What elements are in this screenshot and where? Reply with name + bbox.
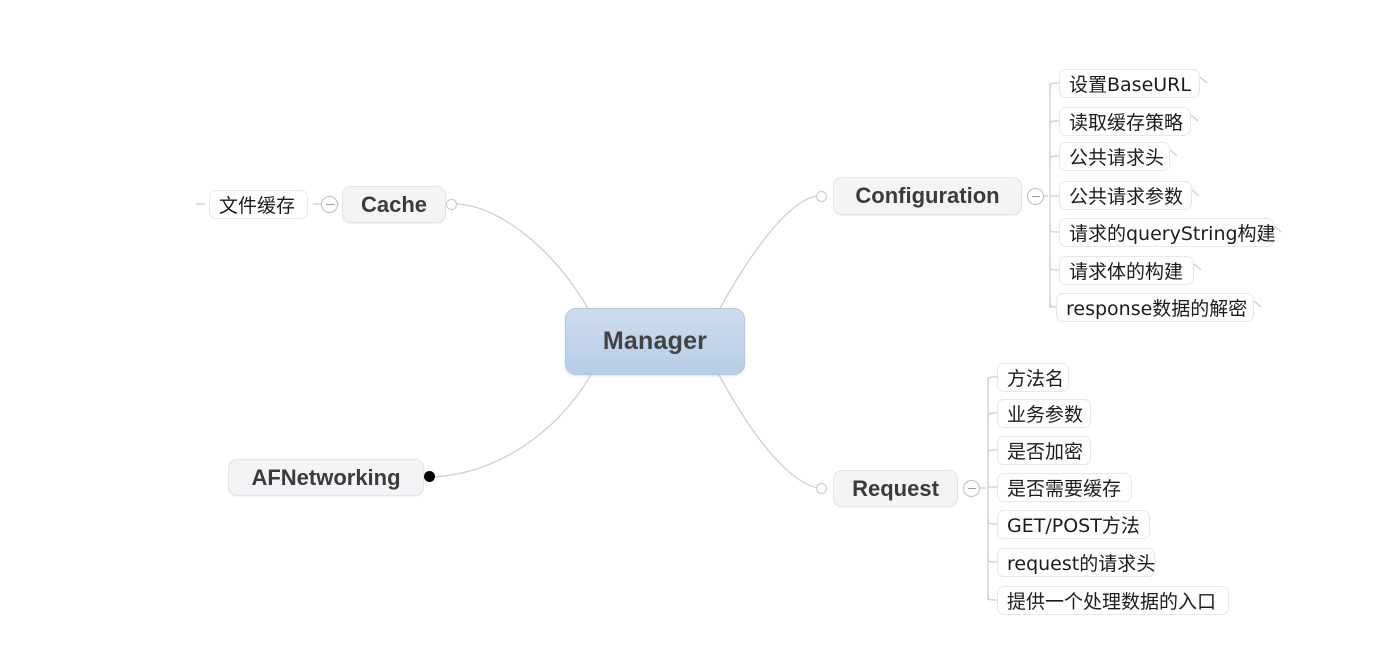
- leaf-node-request-6[interactable]: 提供一个处理数据的入口: [997, 586, 1229, 615]
- collapse-toggle-configuration[interactable]: [1027, 188, 1044, 205]
- leaf-node-configuration-6-label: response数据的解密: [1066, 298, 1248, 320]
- leaf-node-configuration-6[interactable]: response数据的解密: [1056, 293, 1254, 322]
- leaf-node-configuration-0[interactable]: 设置BaseURL: [1059, 69, 1200, 98]
- branch-node-cache-label: Cache: [360, 191, 428, 217]
- leaf-node-request-1-label: 业务参数: [1007, 404, 1084, 426]
- leaf-node-request-3[interactable]: 是否需要缓存: [997, 473, 1132, 502]
- leaf-node-request-4[interactable]: GET/POST方法: [997, 510, 1150, 539]
- branch-line-request: [717, 372, 819, 489]
- leaf-node-request-3-label: 是否需要缓存: [1007, 478, 1122, 500]
- root-node-manager[interactable]: Manager: [565, 308, 745, 375]
- leaf-node-configuration-1[interactable]: 读取缓存策略: [1059, 107, 1191, 136]
- leaf-stub-configuration-3: [1191, 189, 1200, 197]
- leaf-node-configuration-3-label: 公共请求参数: [1069, 186, 1184, 208]
- leaf-node-configuration-2[interactable]: 公共请求头: [1059, 142, 1170, 171]
- branch-line-configuration: [717, 195, 818, 313]
- branch-node-request-label: Request: [852, 475, 939, 501]
- branch-line-afnetworking: [431, 372, 593, 478]
- leaf-stub-configuration-6: [1253, 300, 1262, 308]
- leaf-node-request-2[interactable]: 是否加密: [997, 436, 1091, 465]
- branch-node-configuration-label: Configuration: [855, 183, 1000, 208]
- leaf-node-request-1[interactable]: 业务参数: [997, 399, 1091, 428]
- leaf-node-configuration-4[interactable]: 请求的queryString构建: [1059, 218, 1276, 247]
- connector-dot-configuration[interactable]: [816, 191, 827, 202]
- branch-node-cache[interactable]: Cache: [342, 186, 446, 223]
- connector-dot-afnetworking[interactable]: [424, 471, 435, 482]
- connector-dot-cache[interactable]: [446, 199, 457, 210]
- leaf-node-request-5-label: request的请求头: [1007, 553, 1156, 575]
- leaf-node-configuration-5-label: 请求体的构建: [1069, 261, 1184, 283]
- leaf-node-configuration-3[interactable]: 公共请求参数: [1059, 181, 1192, 210]
- leaf-node-request-5[interactable]: request的请求头: [997, 548, 1155, 577]
- collapse-toggle-cache[interactable]: [321, 196, 338, 213]
- leaf-stub-configuration-5: [1193, 263, 1202, 271]
- branch-node-request[interactable]: Request: [833, 470, 958, 507]
- minus-icon: [1031, 195, 1040, 198]
- leaf-node-request-4-label: GET/POST方法: [1007, 515, 1140, 537]
- leaf-node-request-6-label: 提供一个处理数据的入口: [1007, 591, 1217, 613]
- leaf-node-request-2-label: 是否加密: [1007, 441, 1084, 463]
- collapse-toggle-request[interactable]: [963, 480, 980, 497]
- minus-icon: [325, 203, 334, 206]
- leaf-node-request-0[interactable]: 方法名: [997, 363, 1069, 392]
- leaf-node-configuration-1-label: 读取缓存策略: [1069, 112, 1184, 134]
- leaf-node-configuration-4-label: 请求的queryString构建: [1069, 223, 1276, 245]
- leaf-stub-configuration-1: [1190, 114, 1199, 122]
- minus-icon: [967, 487, 976, 490]
- leaf-node-cache-0-label: 文件缓存: [219, 195, 296, 217]
- leaf-node-configuration-2-label: 公共请求头: [1069, 147, 1165, 169]
- leaf-node-cache-0[interactable]: 文件缓存: [209, 190, 308, 219]
- leaf-node-request-0-label: 方法名: [1007, 368, 1065, 390]
- leaf-node-configuration-5[interactable]: 请求体的构建: [1059, 256, 1194, 285]
- leaf-stub-configuration-0: [1199, 76, 1208, 84]
- root-node-label: Manager: [602, 327, 708, 355]
- branch-node-afnetworking[interactable]: AFNetworking: [228, 459, 424, 496]
- leaf-stub-configuration-2: [1169, 149, 1178, 157]
- connector-dot-request[interactable]: [816, 483, 827, 494]
- branch-node-configuration[interactable]: Configuration: [833, 177, 1022, 215]
- leaf-node-configuration-0-label: 设置BaseURL: [1069, 74, 1191, 96]
- branch-node-afnetworking-label: AFNetworking: [251, 464, 401, 490]
- branch-line-cache: [456, 203, 591, 313]
